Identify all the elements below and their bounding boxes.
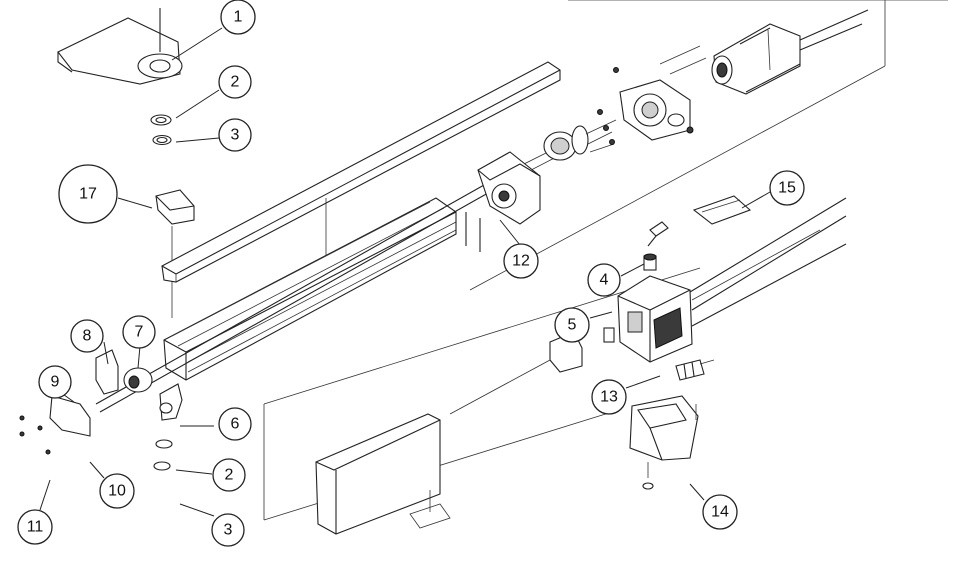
callout-circle <box>218 118 252 152</box>
left-end-parts <box>19 349 183 471</box>
circlip-top <box>152 134 172 146</box>
terminal-block <box>675 359 715 381</box>
washer-top <box>150 114 172 126</box>
motor-flange <box>597 67 694 145</box>
callout-number: 1 <box>234 9 243 26</box>
callout-number: 3 <box>231 127 240 144</box>
callout-c10: 10 <box>99 473 135 509</box>
callout-c6: 6 <box>218 407 252 441</box>
leader-lines <box>39 27 771 517</box>
callout-number: 7 <box>135 324 144 341</box>
callout-number: 2 <box>231 74 240 91</box>
callout-circle <box>17 509 53 545</box>
callout-number: 8 <box>83 328 92 345</box>
callout-c3a: 3 <box>218 118 252 152</box>
callout-number: 2 <box>225 467 234 484</box>
callout-circle <box>58 164 118 224</box>
small-bracket <box>449 327 615 415</box>
callout-c8: 8 <box>70 319 104 353</box>
callout-circle <box>99 473 135 509</box>
callout-circle <box>554 307 590 343</box>
callout-c3b: 3 <box>211 513 245 547</box>
callout-number: 4 <box>600 272 609 289</box>
control-box <box>617 197 847 363</box>
callout-c14: 14 <box>702 494 738 530</box>
callout-circle <box>212 458 246 492</box>
bottom-cover <box>315 413 451 535</box>
callout-number: 3 <box>224 522 233 539</box>
callout-number: 9 <box>51 374 60 391</box>
callout-number: 10 <box>108 483 126 500</box>
callout-c17: 17 <box>58 164 118 224</box>
callout-c11: 11 <box>17 509 53 545</box>
callout-circle <box>503 243 539 279</box>
callout-circle <box>218 407 252 441</box>
callout-c9: 9 <box>38 365 72 399</box>
callout-circle <box>211 513 245 547</box>
callout-number: 5 <box>568 317 577 334</box>
callout-circle <box>218 65 252 99</box>
callout-circle <box>122 315 156 349</box>
callout-circle <box>591 379 627 415</box>
callout-c1: 1 <box>220 0 256 35</box>
motor-section-frame <box>469 0 948 291</box>
motor-body <box>659 9 869 95</box>
top-plate <box>692 195 752 225</box>
lower-housing <box>629 395 699 490</box>
callout-c5: 5 <box>554 307 590 343</box>
key-lock <box>643 221 669 271</box>
callout-circle <box>70 319 104 353</box>
callout-number: 13 <box>600 389 618 406</box>
callout-circle <box>769 170 805 206</box>
rail-cover-part <box>161 61 561 283</box>
callout-circle <box>38 365 72 399</box>
callout-c2a: 2 <box>218 65 252 99</box>
callout-circle <box>587 263 621 297</box>
callout-number: 14 <box>711 504 729 521</box>
callout-number: 12 <box>512 253 530 270</box>
gear-wheel <box>543 119 617 161</box>
callout-number: 17 <box>79 186 97 203</box>
callout-number: 15 <box>778 180 796 197</box>
callout-number: 6 <box>231 416 240 433</box>
bracket-part <box>57 8 183 85</box>
callout-c15: 15 <box>769 170 805 206</box>
callout-c13: 13 <box>591 379 627 415</box>
callout-circle <box>220 0 256 35</box>
callout-circle <box>702 494 738 530</box>
gear-housing <box>465 151 541 252</box>
callout-number: 11 <box>27 519 44 536</box>
callout-c2b: 2 <box>212 458 246 492</box>
callout-c4: 4 <box>587 263 621 297</box>
callout-c12: 12 <box>503 243 539 279</box>
callout-c7: 7 <box>122 315 156 349</box>
